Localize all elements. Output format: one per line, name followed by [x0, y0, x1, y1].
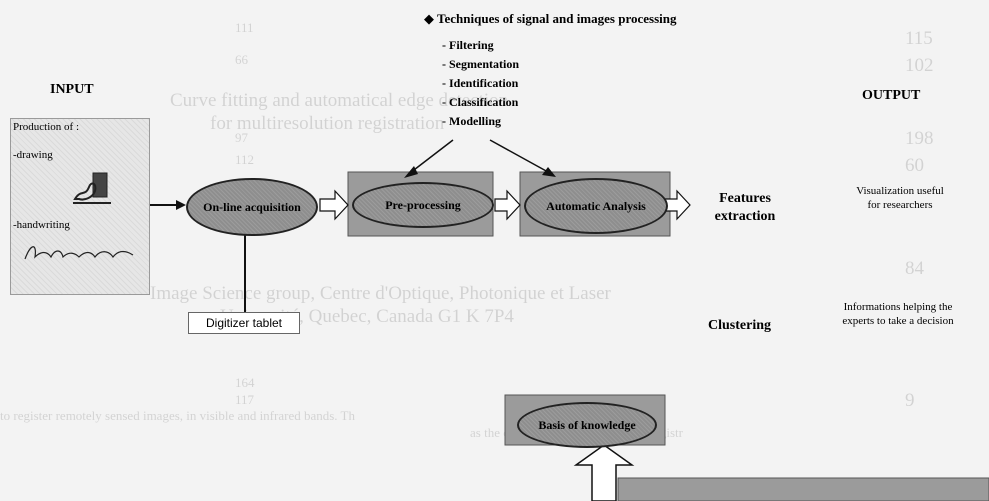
bleed-through-number: 117 — [235, 392, 255, 407]
technique-item: - Modelling — [442, 114, 501, 128]
technique-item: - Classification — [442, 95, 519, 109]
output-visualization: Visualization useful for researchers — [856, 185, 944, 211]
production-drawing: -drawing — [13, 149, 53, 161]
automatic-analysis-ellipse: Automatic Analysis — [524, 178, 668, 234]
preprocessing-ellipse: Pre-processing — [352, 182, 494, 228]
techniques-title-text: Techniques of signal and images processi… — [437, 11, 677, 26]
bleed-through-number: 9 — [905, 390, 915, 411]
output-informations: Informations helping the experts to take… — [842, 301, 954, 327]
techniques-title: ◆ Techniques of signal and images proces… — [424, 11, 676, 27]
pen-drawing-icon — [73, 172, 111, 204]
bleed-through-number: 112 — [235, 152, 255, 167]
basis-knowledge-label: Basis of knowledge — [538, 418, 636, 432]
handwriting-sample-icon — [24, 246, 134, 260]
bleed-through-number: 97 — [235, 130, 248, 145]
input-label: INPUT — [50, 82, 94, 97]
clustering-label: Clustering — [708, 318, 771, 333]
bullet-diamond-icon: ◆ — [424, 11, 434, 26]
technique-arrow-line — [409, 139, 454, 174]
preprocessing-label: Pre-processing — [385, 198, 461, 212]
digitizer-tablet-label: Digitizer tablet — [188, 312, 300, 334]
production-box: Production of : -drawing -handwriting — [10, 118, 150, 295]
automatic-analysis-label: Automatic Analysis — [546, 199, 646, 213]
bleed-through-number: 111 — [235, 20, 254, 35]
technique-item: - Filtering — [442, 38, 494, 52]
bleed-through-number: 66 — [235, 52, 248, 67]
technique-arrow-line — [489, 139, 549, 173]
hollow-arrow — [319, 189, 349, 221]
bleed-through-text: Curve fitting and automatical edge detec… — [170, 90, 509, 111]
bleed-through-number: 102 — [905, 55, 934, 76]
basis-knowledge-ellipse: Basis of knowledge — [517, 402, 657, 448]
techniques-list: - Filtering - Segmentation - Identificat… — [442, 36, 519, 131]
bleed-through-text: for multiresolution registration — [210, 113, 445, 134]
online-acquisition-label: On-line acquisition — [203, 200, 301, 214]
output-label: OUTPUT — [862, 88, 921, 103]
technique-item: - Segmentation — [442, 57, 519, 71]
bleed-through-number: 115 — [905, 28, 933, 49]
production-handwriting: -handwriting — [13, 219, 70, 231]
hollow-arrow — [494, 189, 521, 221]
flow-arrowhead — [176, 200, 186, 210]
online-acquisition-ellipse: On-line acquisition — [186, 178, 318, 236]
bleed-through-number: 164 — [235, 375, 255, 390]
upward-hollow-arrow — [573, 444, 635, 501]
bleed-through-text: Image Science group, Centre d'Optique, P… — [150, 283, 611, 304]
bottom-box — [617, 477, 989, 501]
technique-item: - Identification — [442, 76, 519, 90]
bleed-through-number: 60 — [905, 155, 924, 176]
bleed-through-number: 198 — [905, 128, 934, 149]
bleed-through-text: to register remotely sensed images, in v… — [0, 408, 355, 423]
bleed-through-number: 84 — [905, 258, 924, 279]
production-title: Production of : — [13, 121, 79, 133]
technique-arrowhead — [542, 167, 556, 177]
technique-arrowhead — [404, 166, 418, 178]
features-extraction-label: Features extraction — [714, 191, 776, 224]
